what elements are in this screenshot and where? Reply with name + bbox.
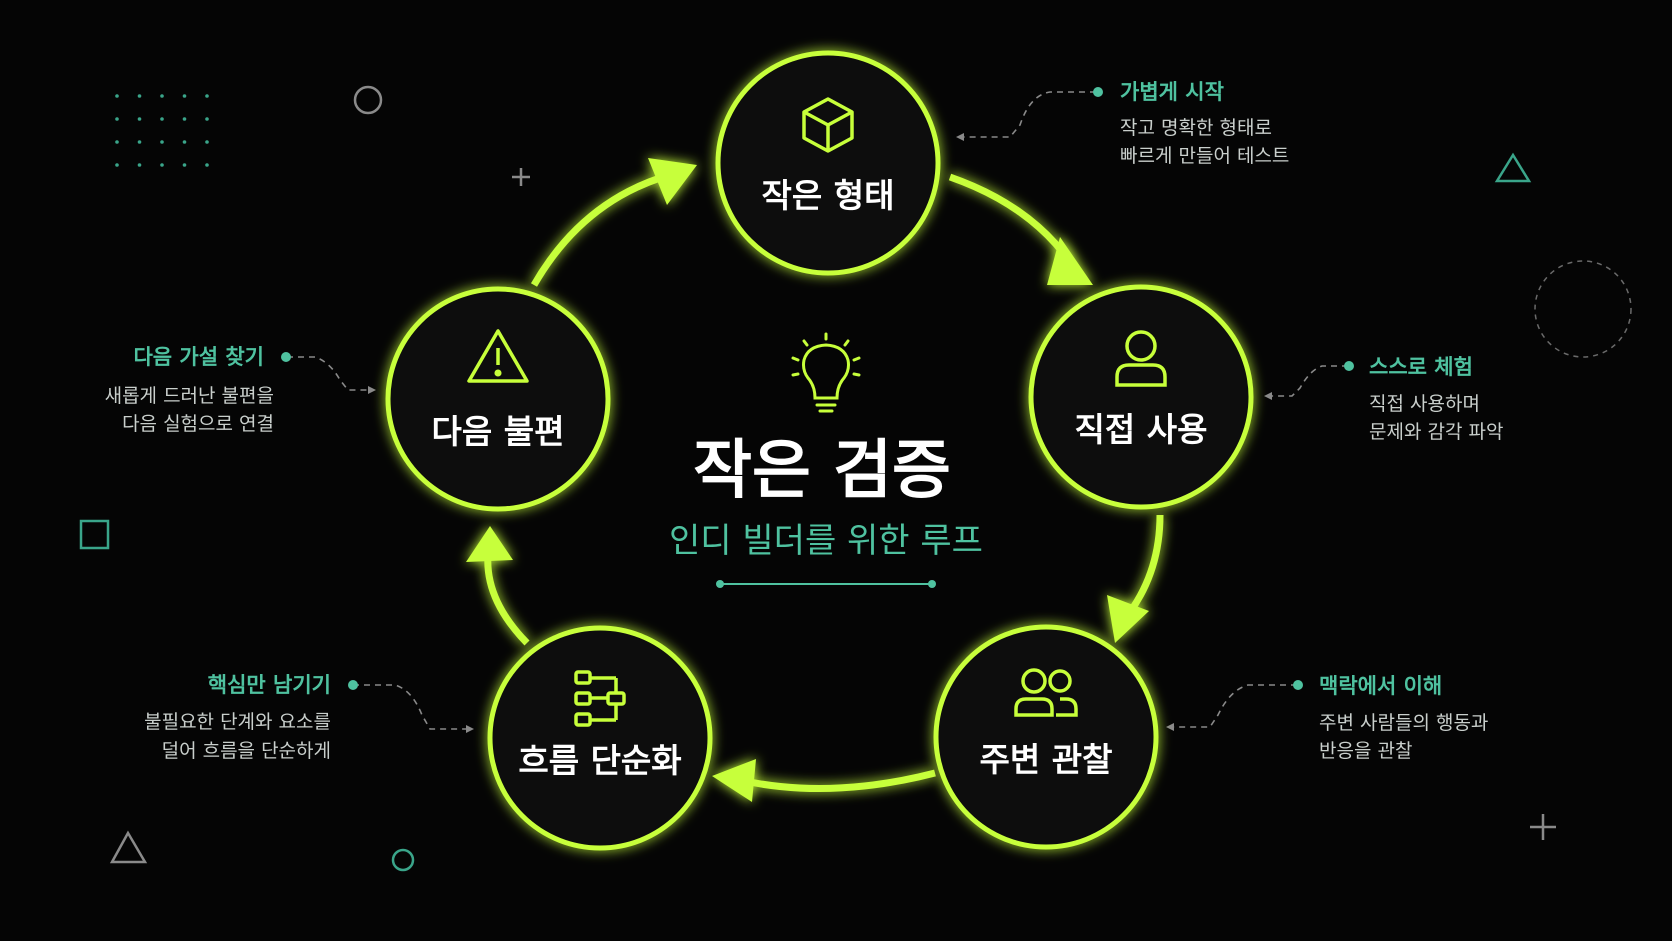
annotation-connectors [287,91,1348,730]
node-small-form: 작은 형태 [715,50,941,276]
arrow-1 [948,173,1073,265]
node-observe-around: 주변 관찰 [933,624,1159,850]
center-block: 작은 검증 인디 빌더를 위한 루프 [669,332,983,588]
arrowhead-1 [1047,237,1093,285]
annotation-title: 다음 가설 찾기 [133,345,264,369]
annotation-core: 핵심만 남기기 불필요한 단계와 요소를 덜어 흐름을 단순하게 [144,673,331,762]
grid-dot [205,117,209,121]
node-label: 직접 사용 [1075,410,1208,449]
arrow-4 [484,554,530,646]
center-divider [716,580,936,588]
triangle-decoration [1494,152,1532,183]
annotation-connector-arrowheads [368,133,1272,733]
grid-dot [205,163,209,167]
node-direct-use: 직접 사용 [1028,284,1254,510]
plus-decoration [512,168,530,186]
annotation-context: 맥락에서 이해 주변 사람들의 행동과 반응을 관찰 [1319,674,1488,762]
annotation-title: 맥락에서 이해 [1319,674,1442,698]
grid-dot [160,117,164,121]
plus-decoration-right [1530,814,1556,840]
annotation-hypothesis: 다음 가설 찾기 새롭게 드러난 불편을 다음 실험으로 연결 [105,345,274,435]
annotation-line: 반응을 관찰 [1319,740,1412,762]
grid-dot [115,94,119,98]
lightbulb-icon [791,332,861,413]
annotation-line: 직접 사용하며 [1369,393,1480,415]
arrowhead-2 [1107,595,1149,643]
arrow-heads [466,158,1149,802]
warning-icon [467,329,529,383]
annotation-experience: 스스로 체험 직접 사용하며 문제와 감각 파악 [1369,355,1503,443]
grid-dot [160,94,164,98]
center-subtitle: 인디 빌더를 위한 루프 [669,521,983,561]
flow-icon [574,670,626,727]
grid-dot [182,163,187,167]
grid-dot [182,117,187,121]
annotation-line: 덜어 흐름을 단순하게 [162,740,331,762]
dot-grid-decoration [115,94,209,167]
annotation-line: 작고 명확한 형태로 [1120,117,1272,139]
arrowhead-3 [712,759,756,802]
arrow-2 [1127,514,1164,615]
arrow-3 [739,769,936,792]
annotation-start-light: 가볍게 시작 작고 명확한 형태로 빠르게 만들어 테스트 [1120,80,1289,167]
annotation-line: 불필요한 단계와 요소를 [144,711,331,733]
node-label: 주변 관찰 [980,740,1113,779]
grid-dot [160,140,164,144]
node-label: 다음 불편 [432,412,565,451]
node-label: 작은 형태 [762,176,895,215]
grid-dot [137,163,142,167]
grid-dot [115,163,119,167]
annotation-title: 스스로 체험 [1369,355,1473,379]
users-icon [1014,668,1078,717]
annotation-line: 빠르게 만들어 테스트 [1120,145,1289,167]
circle-decoration [353,85,383,115]
grid-dot [137,94,142,98]
grid-dot [205,94,209,98]
grid-dot [137,117,142,121]
grid-dot [160,163,164,167]
annotation-title: 가볍게 시작 [1120,80,1224,104]
grid-dot [205,140,209,144]
annotation-title: 핵심만 남기기 [208,673,331,697]
annotation-line: 새롭게 드러난 불편을 [105,385,274,407]
node-next-pain: 다음 불편 [385,286,611,512]
dashed-circle-decoration [1534,260,1632,358]
arrow-5 [530,174,662,287]
small-circle-decoration [391,848,415,872]
grid-dot [182,140,187,144]
grid-dot [137,140,142,144]
user-icon [1115,330,1167,387]
square-decoration [79,519,110,550]
grid-dot [115,117,119,121]
center-title: 작은 검증 [693,434,951,508]
annotation-line: 다음 실험으로 연결 [122,413,274,435]
node-simplify-flow: 흐름 단순화 [487,625,713,851]
arrowhead-5 [648,158,697,205]
cube-icon [802,97,854,153]
annotation-connector-dots [281,87,1354,690]
grid-dot [182,94,187,98]
arrowhead-4 [466,526,513,562]
annotation-line: 문제와 감각 파악 [1369,421,1503,443]
annotation-line: 주변 사람들의 행동과 [1319,712,1488,734]
triangle-decoration-left [109,830,148,864]
node-label: 흐름 단순화 [518,741,681,780]
grid-dot [115,140,119,144]
